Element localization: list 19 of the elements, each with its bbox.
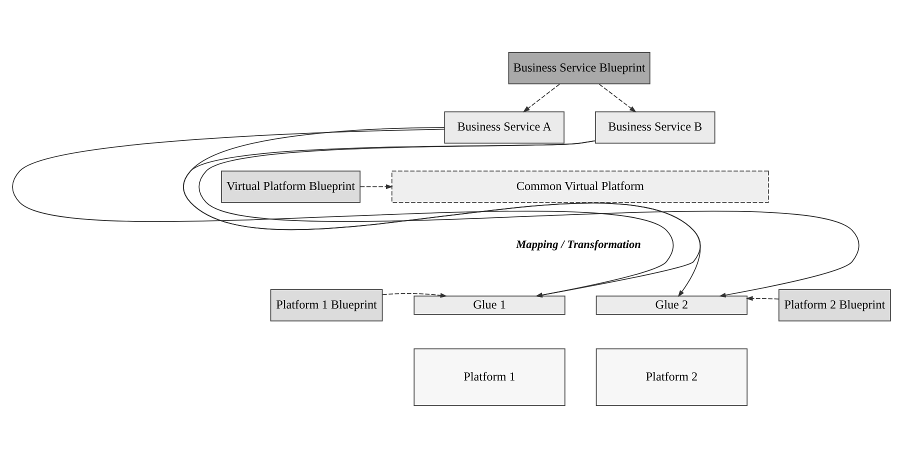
arrow [382,292,448,298]
node-box: Virtual Platform Blueprint [221,170,360,202]
arrow [198,140,860,297]
node-box: Business Service A [444,110,564,144]
label: Mapping / Transformation [516,238,641,251]
node-box: Common Virtual Platform [391,170,769,202]
arrow [12,128,674,297]
arrow [746,295,780,300]
node-box: Platform 1 Blueprint [270,288,383,321]
node-box: Business Service B [594,110,716,144]
node-box: Platform 2 Blueprint [778,288,891,321]
node-box: Glue 2 [596,295,748,314]
arrow [360,184,393,189]
node-box: Business Service Blueprint [508,52,650,84]
node-box: Platform 1 [414,348,566,406]
arrow [598,83,636,112]
node-box: Glue 1 [414,295,566,314]
arrow [522,83,560,112]
node-box: Platform 2 [596,348,748,406]
